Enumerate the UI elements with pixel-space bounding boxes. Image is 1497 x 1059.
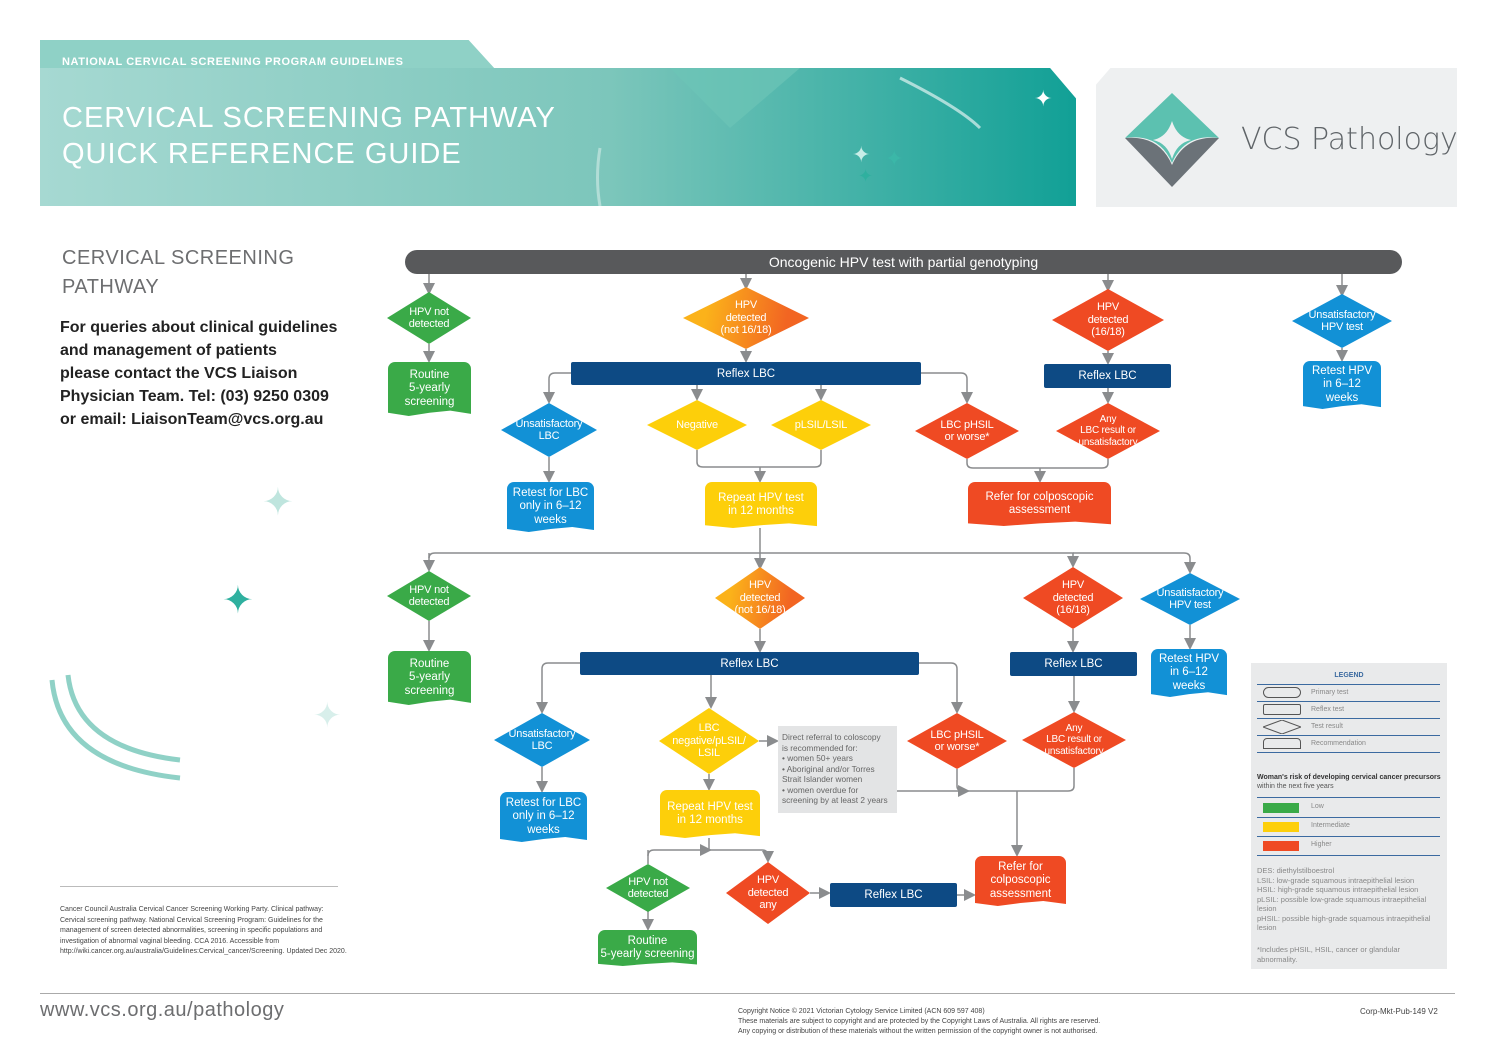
legend-recommendation: Recommendation — [1257, 736, 1440, 753]
contact-info: For queries about clinical guidelines an… — [60, 319, 338, 428]
sparkle-icon: ✦ — [858, 166, 874, 186]
rec-routine-screening: Routine 5-yearly screening — [388, 362, 471, 416]
abbreviations: DES: diethylstilboestrol LSIL: low-grade… — [1257, 866, 1431, 932]
sparkle-icon: ✦ — [222, 580, 254, 622]
vcs-logo-icon — [1125, 93, 1219, 187]
section-heading: CERVICAL SCREENING PATHWAY — [62, 247, 295, 298]
risk-subtitle: within the next five years — [1257, 783, 1334, 790]
reflex-lbc: Reflex LBC — [580, 652, 919, 675]
rec-routine-screening: Routine 5-yearly screening — [388, 651, 471, 705]
risk-title: Woman's risk of developing cervical canc… — [1257, 774, 1441, 781]
legend-low: Low — [1257, 799, 1440, 818]
legend-higher: Higher — [1257, 837, 1440, 856]
rec-retest-lbc: Retest for LBC only in 6–12 weeks — [500, 792, 587, 842]
reflex-lbc: Reflex LBC — [1010, 652, 1137, 676]
rec-retest-lbc: Retest for LBC only in 6–12 weeks — [507, 482, 594, 532]
legend-result: Test result — [1257, 719, 1440, 736]
copyright-notice: Copyright Notice © 2021 Victorian Cytolo… — [738, 1008, 1101, 1035]
sparkle-icon: ✦ — [1034, 86, 1053, 111]
logo-text: VCS Pathology — [1241, 122, 1458, 157]
primary-test-hpv: Oncogenic HPV test with partial genotypi… — [405, 250, 1402, 274]
reflex-lbc: Reflex LBC — [571, 362, 921, 385]
rec-refer-colposcopy: Refer for colposcopic assessment — [975, 856, 1066, 906]
arc-decoration — [49, 674, 181, 781]
rec-retest-hpv: Retest HPV in 6–12 weeks — [1151, 649, 1227, 697]
footnote: *Includes pHSIL, HSIL, cancer or glandul… — [1257, 945, 1400, 964]
reflex-lbc: Reflex LBC — [1044, 364, 1171, 388]
legend-intermediate: Intermediate — [1257, 818, 1440, 837]
sparkle-icon: ✦ — [852, 142, 871, 167]
rec-retest-hpv: Retest HPV in 6–12 weeks — [1303, 361, 1381, 409]
reflex-lbc: Reflex LBC — [830, 883, 957, 907]
document-code: Corp-Mkt-Pub-149 V2 — [1360, 1007, 1438, 1016]
website-link[interactable]: www.vcs.org.au/pathology — [40, 999, 285, 1021]
legend-primary: Primary test — [1257, 685, 1440, 702]
program-tab: NATIONAL CERVICAL SCREENING PROGRAM GUID… — [40, 40, 496, 70]
legend: LEGEND Primary test Reflex test Test res… — [1251, 663, 1447, 969]
page-title: CERVICAL SCREENING PATHWAY QUICK REFEREN… — [62, 102, 556, 170]
sparkle-icon: ✦ — [262, 482, 294, 524]
divider — [40, 993, 1455, 994]
sparkle-icon: ✦ — [313, 697, 342, 735]
rec-routine-screening: Routine 5-yearly screening — [598, 930, 697, 966]
divider — [60, 886, 338, 887]
reference-citation: Cancer Council Australia Cervical Cancer… — [60, 906, 347, 955]
rec-repeat-hpv-12m: Repeat HPV test in 12 months — [660, 790, 760, 838]
legend-reflex: Reflex test — [1257, 702, 1440, 719]
legend-title: LEGEND — [1334, 672, 1364, 679]
banner-decoration — [596, 68, 982, 206]
header-banner — [40, 68, 1076, 206]
rec-refer-colposcopy: Refer for colposcopic assessment — [968, 482, 1111, 526]
sparkle-icon: ✦ — [885, 146, 904, 171]
direct-referral-note: Direct referral to coloscopy is recommen… — [778, 726, 897, 813]
rec-repeat-hpv-12m: Repeat HPV test in 12 months — [705, 482, 817, 528]
